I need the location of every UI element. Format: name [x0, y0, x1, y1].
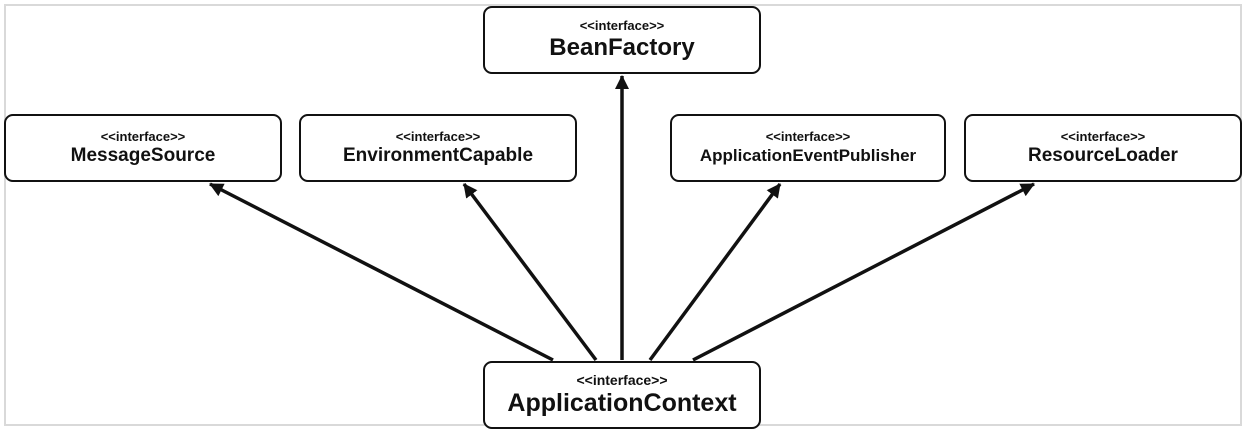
stereotype-label: <<interface>> — [579, 18, 665, 33]
node-name: MessageSource — [70, 144, 216, 166]
stereotype-label: <<interface>> — [576, 372, 668, 388]
node-name: ApplicationContext — [507, 389, 737, 417]
node-name: BeanFactory — [549, 34, 695, 61]
arrow-to-resource-loader — [692, 182, 1035, 362]
stereotype-label: <<interface>> — [765, 128, 851, 144]
node-name: ResourceLoader — [1028, 144, 1178, 166]
node-resource-loader: <<interface>> ResourceLoader — [964, 114, 1242, 182]
node-name: EnvironmentCapable — [342, 144, 534, 166]
node-environment-capable: <<interface>> EnvironmentCapable — [299, 114, 577, 182]
node-bean-factory: <<interface>> BeanFactory — [483, 6, 761, 74]
node-name: ApplicationEventPublisher — [699, 145, 917, 165]
stereotype-label: <<interface>> — [395, 128, 481, 144]
arrow-to-message-source — [209, 182, 554, 362]
node-message-source: <<interface>> MessageSource — [4, 114, 282, 182]
node-application-event-publisher: <<interface>> ApplicationEventPublisher — [670, 114, 946, 182]
stereotype-label: <<interface>> — [1060, 128, 1146, 144]
arrow-to-environment-capable — [462, 182, 598, 362]
arrow-to-application-event-publisher — [648, 182, 782, 362]
stereotype-label: <<interface>> — [100, 128, 186, 144]
node-application-context: <<interface>> ApplicationContext — [483, 361, 761, 429]
